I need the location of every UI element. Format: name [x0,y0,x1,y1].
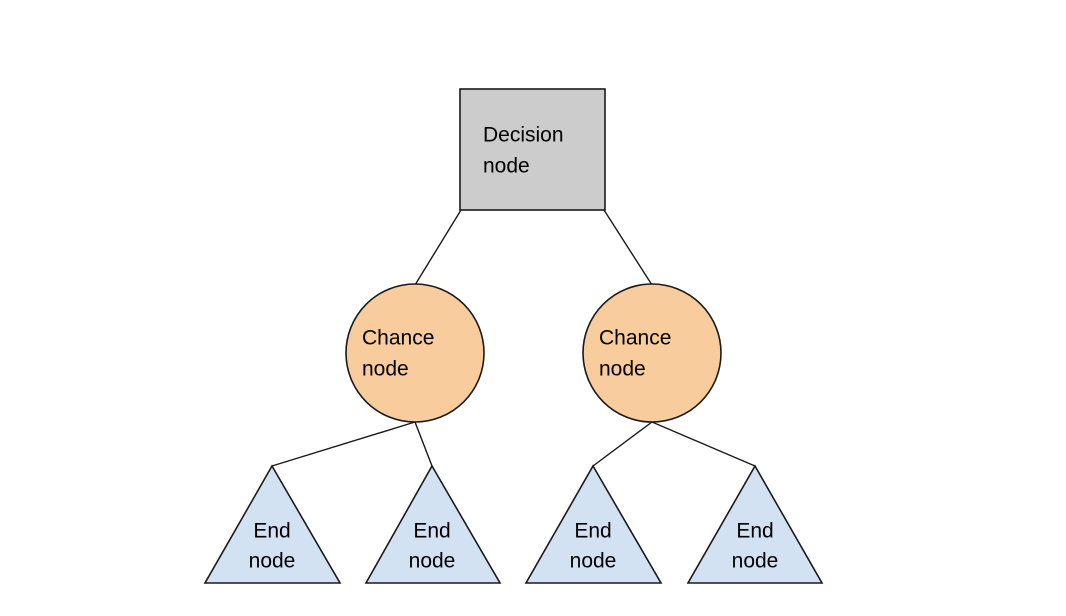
end-node-2-label-line2: node [409,550,456,573]
end-node-1-shape [203,464,342,584]
chance-node-left-label-line1: Chance [362,327,434,350]
connector-chance-right-to-end-3 [592,421,653,467]
end-node-1-label-line2: node [249,550,296,573]
end-node-3[interactable]: End node [524,464,663,584]
end-node-3-label-line1: End [574,520,611,543]
chance-node-right-shape [582,283,722,423]
connector-group-chance-right [592,421,756,467]
chance-node-left[interactable]: Chance node [345,283,485,423]
chance-node-left-shape [345,283,485,423]
end-node-1-label-line1: End [253,520,290,543]
chance-node-right-label-line1: Chance [599,327,671,350]
end-node-4[interactable]: End node [686,464,824,584]
decision-node[interactable]: Decision node [459,88,606,211]
connector-decision-to-chance-left [414,209,462,286]
connector-group-chance-left [271,421,433,467]
connector-chance-left-to-end-2 [414,421,433,467]
chance-node-right[interactable]: Chance node [582,283,722,423]
end-node-4-shape [686,464,824,584]
decision-node-label-line1: Decision [483,124,564,147]
chance-node-right-label-line2: node [599,358,646,381]
end-node-3-label-line2: node [570,550,617,573]
end-node-3-shape [524,464,663,584]
connector-decision-to-chance-right [603,209,653,286]
decision-node-label-line2: node [483,155,530,178]
end-node-2[interactable]: End node [364,464,502,584]
connector-chance-left-to-end-1 [271,421,416,467]
end-node-2-label-line1: End [413,520,450,543]
end-node-4-label-line2: node [732,550,779,573]
connector-chance-right-to-end-4 [651,421,756,467]
decision-node-shape [459,88,606,211]
chance-node-left-label-line2: node [362,358,409,381]
end-node-4-label-line1: End [736,520,773,543]
end-node-2-shape [364,464,502,584]
end-node-1[interactable]: End node [203,464,342,584]
connector-group-decision [414,209,653,286]
